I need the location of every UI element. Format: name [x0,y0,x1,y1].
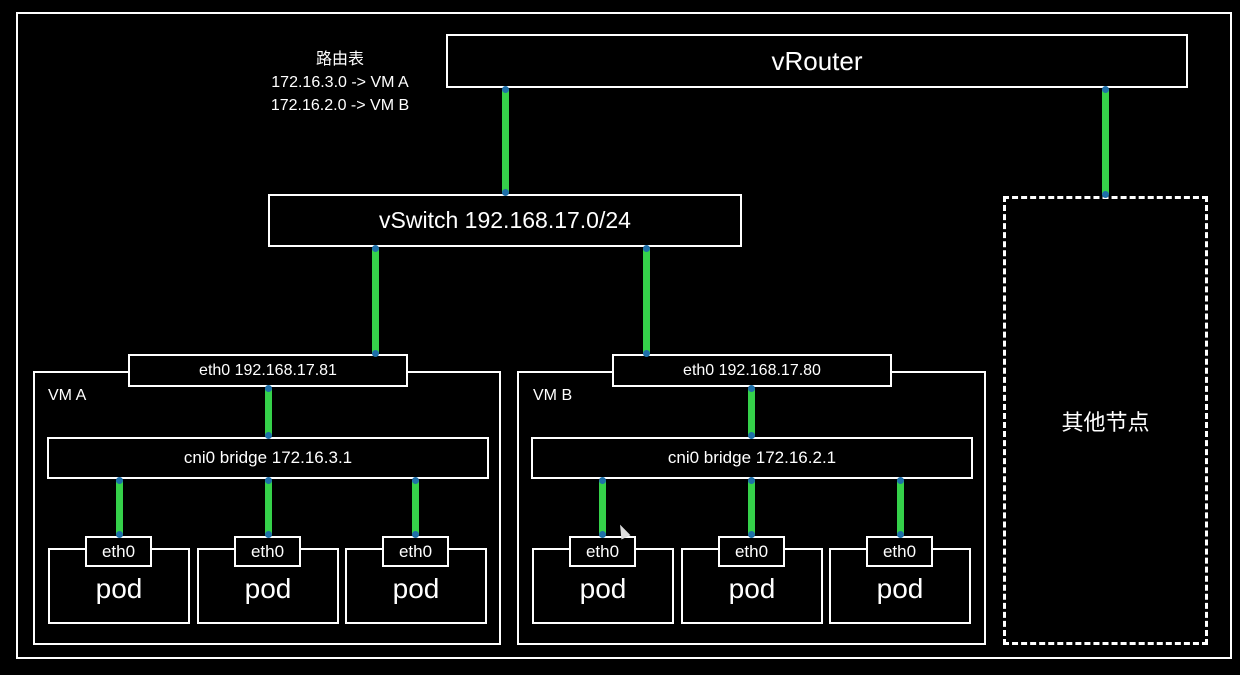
link-vm-b-bridge-pod-1 [599,480,606,535]
link-endpoint [116,477,123,484]
vm-b-pod-2-eth0: eth0 [718,536,785,567]
other-nodes-label: 其他节点 [1061,409,1150,435]
link-endpoint [502,189,509,196]
link-vm-b-bridge-pod-2 [748,480,755,535]
link-vm-a-bridge-pod-2 [265,480,272,535]
vm-b-label: VM B [533,387,573,404]
link-endpoint [265,432,272,439]
other-nodes-box: 其他节点 [1003,196,1208,645]
link-endpoint [748,385,755,392]
link-endpoint [1102,86,1109,93]
vm-b-pod-2-label: pod [728,573,776,604]
link-endpoint [412,531,419,538]
link-vm-b-bridge-pod-3 [897,480,904,535]
link-endpoint [372,350,379,357]
vm-a-pod-3-eth0: eth0 [382,536,449,567]
link-endpoint [748,477,755,484]
route-table: 路由表 172.16.3.0 -> VM A 172.16.2.0 -> VM … [240,48,440,117]
vm-b-pod-3-eth0: eth0 [866,536,933,567]
diagram-frame [16,12,1232,659]
link-vswitch-vm-a [372,248,379,353]
vswitch-label: vSwitch 192.168.17.0/24 [379,207,631,233]
link-vrouter-other-nodes [1102,89,1109,195]
link-vm-a-bridge-pod-3 [412,480,419,535]
link-vswitch-vm-b [643,248,650,353]
link-vm-b-eth0-bridge [748,388,755,436]
vm-b-eth0-label: eth0 192.168.17.80 [683,361,821,379]
link-endpoint [897,477,904,484]
vm-a-pod-3-label: pod [392,573,440,604]
vm-a-pod-2-eth0: eth0 [234,536,301,567]
vrouter-box: vRouter [446,34,1188,88]
link-endpoint [643,245,650,252]
route-table-title: 路由表 [315,51,364,68]
link-endpoint [599,477,606,484]
link-endpoint [502,86,509,93]
link-endpoint [265,385,272,392]
link-endpoint [897,531,904,538]
vswitch-box: vSwitch 192.168.17.0/24 [268,194,742,247]
vm-b-eth0: eth0 192.168.17.80 [612,354,892,387]
vm-b-pod-3-label: pod [876,573,924,604]
vm-a-bridge: cni0 bridge 172.16.3.1 [47,437,489,479]
link-endpoint [116,531,123,538]
vm-a-bridge-label: cni0 bridge 172.16.3.1 [183,448,353,467]
vm-a-label: VM A [48,387,87,404]
vm-b-pod-1-eth0: eth0 [569,536,636,567]
route-entry-vm-b: 172.16.2.0 -> VM B [270,97,410,114]
link-endpoint [599,531,606,538]
link-endpoint [748,432,755,439]
vm-a-pod-1-label: pod [95,573,143,604]
vrouter-label: vRouter [771,45,863,76]
link-endpoint [265,531,272,538]
link-endpoint [372,245,379,252]
vm-a-eth0: eth0 192.168.17.81 [128,354,408,387]
vm-b-bridge-label: cni0 bridge 172.16.2.1 [667,448,837,467]
route-entry-vm-a: 172.16.3.0 -> VM A [271,74,409,91]
link-vrouter-vswitch [502,89,509,193]
link-endpoint [265,477,272,484]
vm-b-pod-1-label: pod [579,573,627,604]
link-vm-a-eth0-bridge [265,388,272,436]
link-endpoint [643,350,650,357]
link-endpoint [748,531,755,538]
link-endpoint [412,477,419,484]
vm-a-pod-1-eth0: eth0 [85,536,152,567]
vm-a-pod-2-label: pod [244,573,292,604]
vm-a-eth0-label: eth0 192.168.17.81 [199,361,337,379]
vm-b-bridge: cni0 bridge 172.16.2.1 [531,437,973,479]
link-vm-a-bridge-pod-1 [116,480,123,535]
link-endpoint [1102,191,1109,198]
